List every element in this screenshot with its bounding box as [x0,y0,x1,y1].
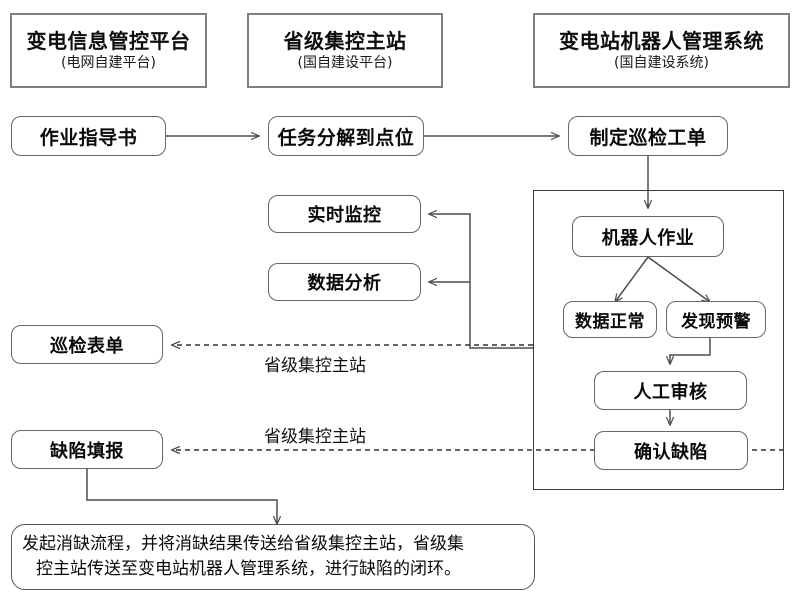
robot-system-panel [533,190,784,490]
node-alarm-found[interactable]: 发现预警 [666,301,766,338]
node-label: 人工审核 [633,381,708,403]
system-header-subtitle: (电网自建平台) [61,54,156,71]
node-task-decompose[interactable]: 任务分解到点位 [268,116,424,156]
node-label: 发现预警 [681,312,751,332]
node-label: 制定巡检工单 [589,126,707,149]
system-header-subtitle: (国自建设平台) [297,54,393,71]
node-data-normal[interactable]: 数据正常 [563,301,657,338]
system-header-provincial-center: 省级集控主站 (国自建设平台) [247,13,443,88]
note-defect-closure: 发起消缺流程，并将消缺结果传送给省级集控主站，省级集 控主站传送至变电站机器人管… [11,524,535,590]
system-header-robot-management: 变电站机器人管理系统 (国自建设系统) [533,13,790,88]
edge-defect-to-note [86,468,277,524]
edge-label-inspection-channel: 省级集控主站 [264,356,366,376]
note-line-2: 控主站传送至变电站机器人管理系统，进行缺陷的闭环。 [36,559,461,579]
node-label: 确认缺陷 [634,441,708,463]
note-line-1: 发起消缺流程，并将消缺结果传送给省级集控主站，省级集 [22,534,464,555]
edge-label-defect-channel: 省级集控主站 [264,427,366,447]
node-work-instruction[interactable]: 作业指导书 [11,116,166,156]
system-header-grid-platform: 变电信息管控平台 (电网自建平台) [10,13,207,88]
node-label: 数据分析 [307,273,382,294]
node-label: 作业指导书 [39,126,138,149]
system-header-subtitle: (国自建设系统) [614,54,709,71]
node-label: 巡检表单 [50,335,124,357]
node-data-analysis[interactable]: 数据分析 [268,263,421,301]
node-label: 任务分解到点位 [277,126,415,149]
node-robot-operation[interactable]: 机器人作业 [572,216,724,257]
edge-bus-to-realtime [429,214,533,349]
node-label: 缺陷填报 [50,440,124,462]
node-create-workorder[interactable]: 制定巡检工单 [568,116,728,156]
system-header-title: 省级集控主站 [283,29,407,54]
node-manual-review[interactable]: 人工审核 [594,371,747,410]
system-header-title: 变电站机器人管理系统 [559,29,764,54]
node-realtime-monitor[interactable]: 实时监控 [268,195,421,233]
system-header-title: 变电信息管控平台 [26,29,191,54]
node-label: 机器人作业 [601,227,695,249]
node-inspection-form[interactable]: 巡检表单 [11,325,163,364]
node-confirm-defect[interactable]: 确认缺陷 [594,431,748,470]
node-defect-report[interactable]: 缺陷填报 [11,430,163,469]
node-label: 数据正常 [575,312,645,332]
node-label: 实时监控 [307,205,382,226]
